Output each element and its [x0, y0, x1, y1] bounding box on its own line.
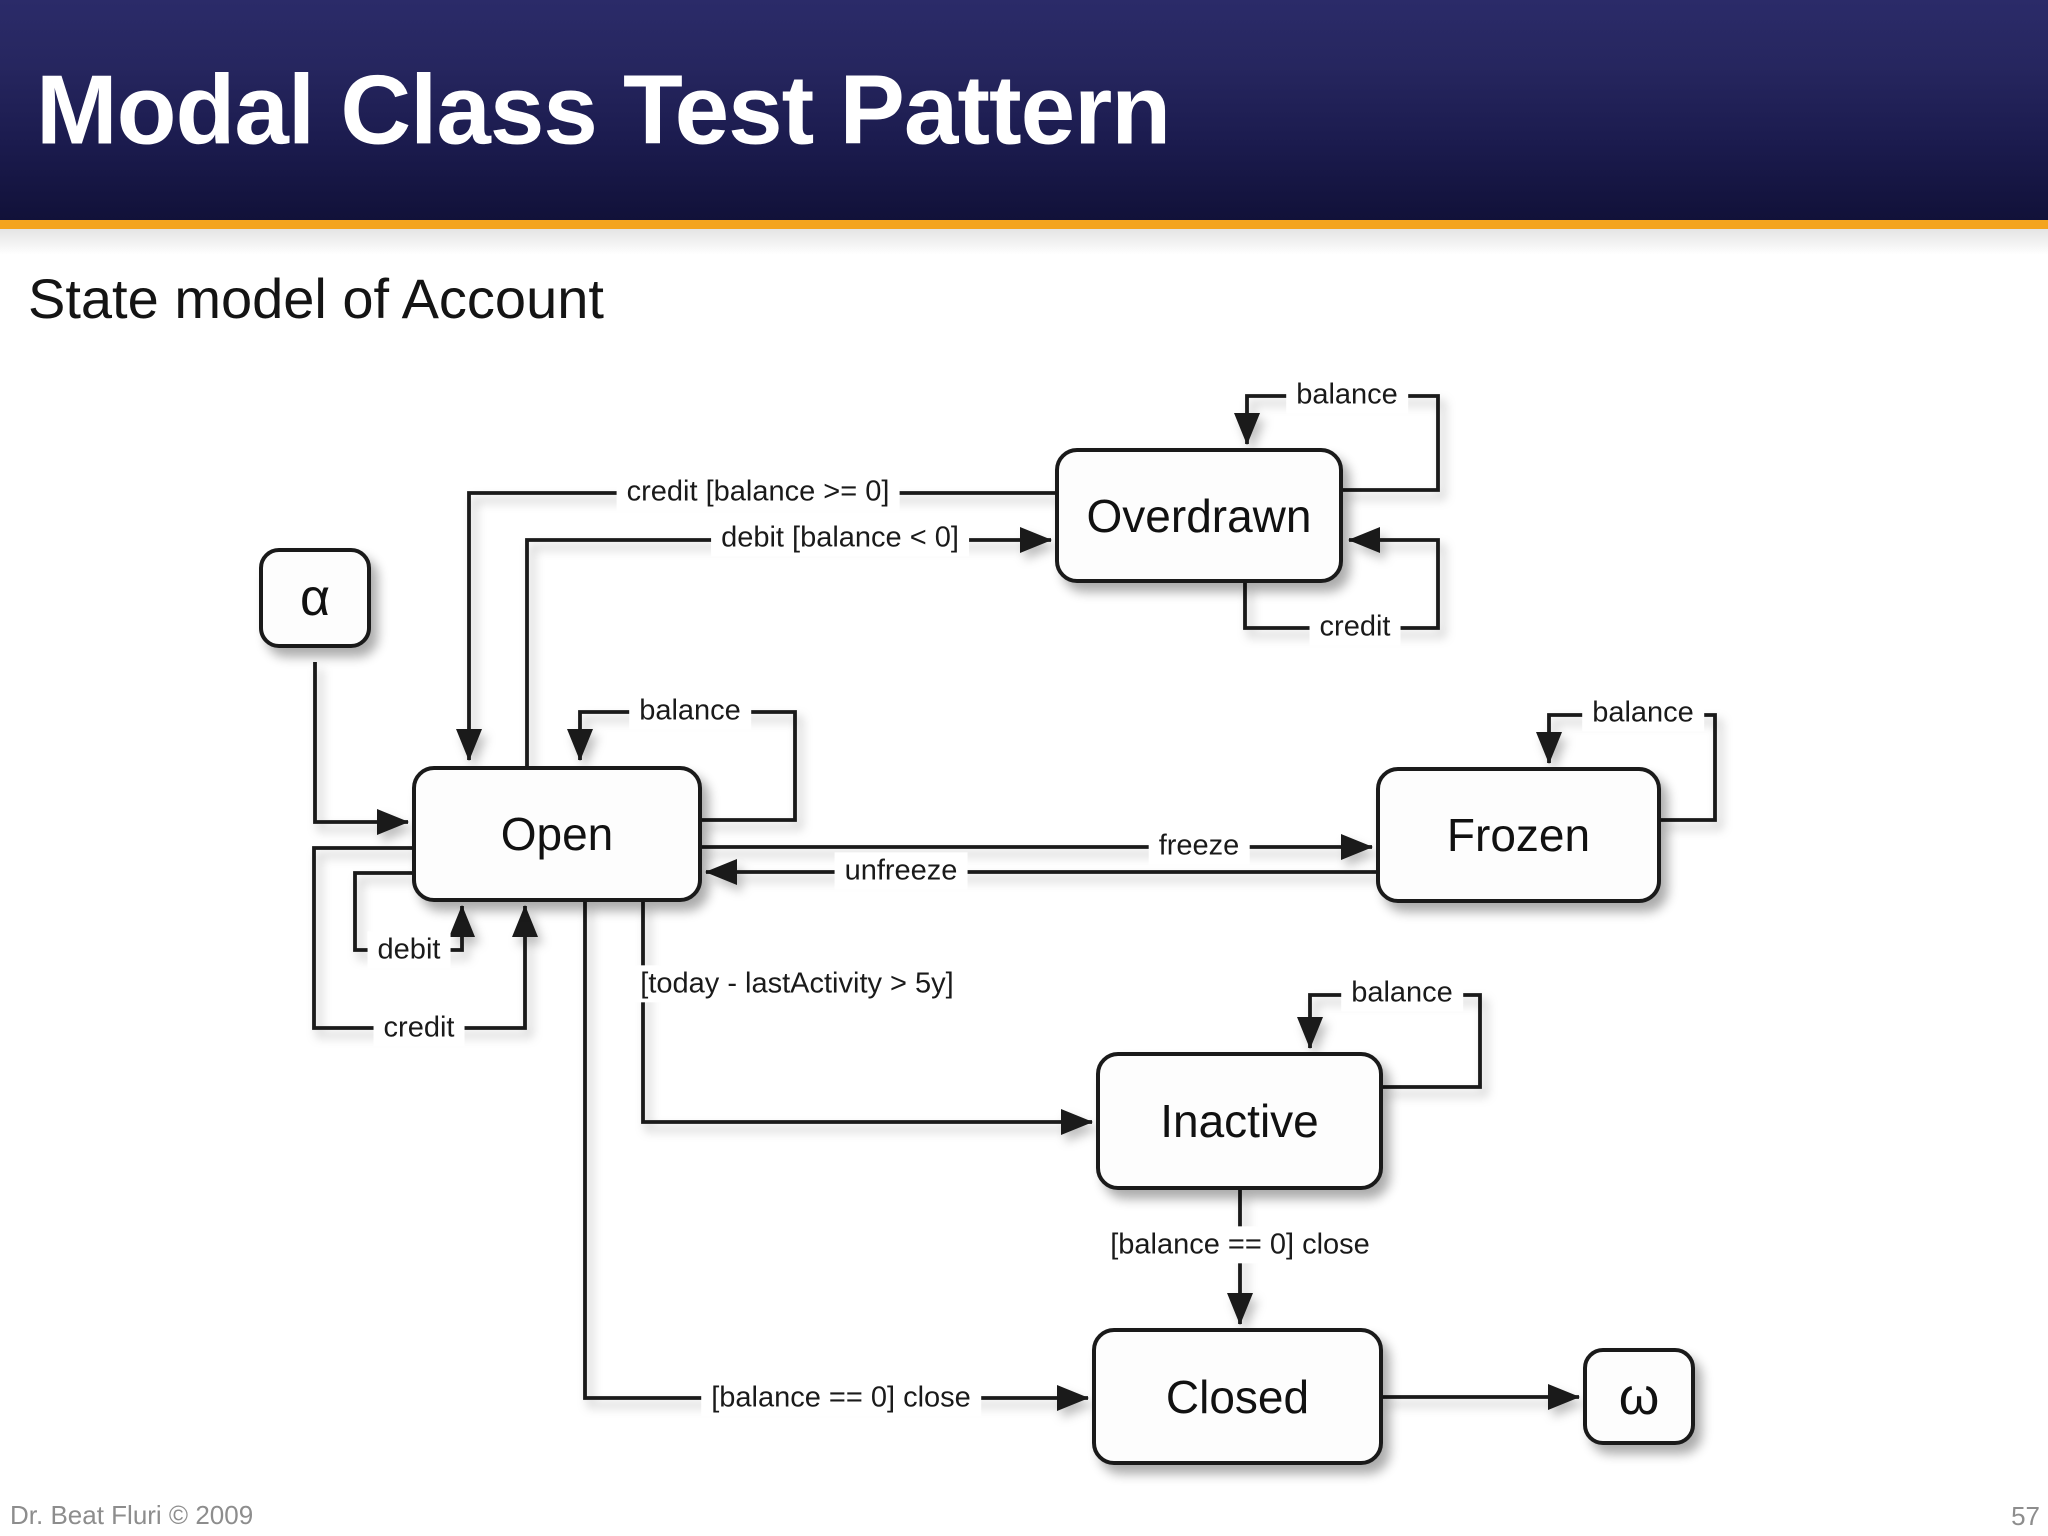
state-closed: Closed — [1092, 1328, 1383, 1465]
label-balance-frozen: balance — [1582, 694, 1704, 732]
state-open-label: Open — [500, 808, 614, 860]
edge-open-debit-self — [353, 871, 475, 952]
state-inactive-label: Inactive — [1160, 1095, 1319, 1147]
state-initial-label: α — [299, 569, 331, 627]
state-inactive: Inactive — [1096, 1052, 1383, 1190]
label-debit-open: debit — [367, 931, 451, 969]
state-final-label: ω — [1618, 1367, 1660, 1426]
state-overdrawn: Overdrawn — [1055, 448, 1343, 583]
edge-inactive-balance-self — [1297, 993, 1482, 1089]
edge-overdrawn-balance-self — [1234, 394, 1440, 492]
state-frozen: Frozen — [1376, 767, 1661, 903]
state-frozen-label: Frozen — [1446, 809, 1591, 861]
label-debit-balance-lt-0: debit [balance < 0] — [711, 519, 969, 557]
edge-overdrawn-credit-self — [1243, 527, 1440, 630]
label-balance-inactive: balance — [1341, 974, 1463, 1012]
slide-title: Modal Class Test Pattern — [36, 54, 1171, 165]
label-credit-overdrawn: credit — [1309, 608, 1401, 646]
state-final: ω — [1583, 1348, 1695, 1445]
accent-bar — [0, 220, 2048, 229]
edge-open-to-overdrawn — [525, 527, 1052, 766]
edge-open-credit-self — [312, 846, 538, 1030]
footer-author: Dr. Beat Fluri © 2009 — [10, 1500, 254, 1530]
label-inactivity-guard: [today - lastActivity > 5y] — [630, 965, 964, 1003]
label-unfreeze: unfreeze — [834, 852, 968, 890]
edge-open-balance-self — [567, 710, 797, 822]
state-closed-label: Closed — [1165, 1370, 1310, 1423]
footer-page-number: 57 — [2011, 1501, 2040, 1531]
accent-bar-shadow — [0, 229, 2048, 255]
state-open: Open — [412, 766, 702, 902]
label-close-from-inactive: [balance == 0] close — [1100, 1226, 1380, 1264]
label-balance-open: balance — [629, 692, 751, 730]
label-close-from-open: [balance == 0] close — [701, 1379, 981, 1417]
slide-subtitle: State model of Account — [28, 267, 604, 330]
edge-frozen-balance-self — [1536, 713, 1717, 822]
edge-open-to-inactive — [641, 902, 1093, 1135]
label-credit-balance-ge-0: credit [balance >= 0] — [616, 473, 900, 511]
edge-alpha-to-open — [313, 662, 409, 835]
state-overdrawn-label: Overdrawn — [1086, 489, 1312, 542]
label-freeze: freeze — [1148, 827, 1250, 865]
slide-header: Modal Class Test Pattern — [0, 0, 2048, 220]
label-credit-open: credit — [373, 1009, 465, 1047]
label-balance-overdrawn: balance — [1286, 376, 1408, 414]
state-initial: α — [259, 548, 371, 648]
